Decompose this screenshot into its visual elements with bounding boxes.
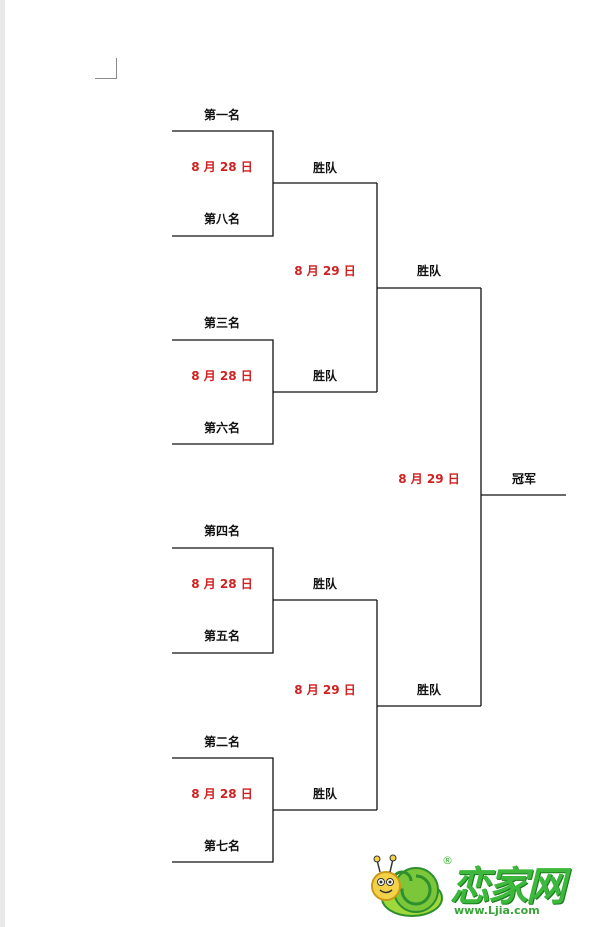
seed-4-label: 第四名	[203, 524, 241, 538]
match2-winner: 胜队	[312, 369, 338, 383]
page-left-edge	[0, 0, 5, 927]
match4-winner: 胜队	[312, 787, 338, 801]
champion-label: 冠军	[512, 472, 537, 486]
logo-url: www.Ljia.com	[454, 904, 540, 917]
match3-date: 8 月 28 日	[191, 577, 253, 591]
match3-winner: 胜队	[312, 577, 338, 591]
registered-mark: ®	[442, 854, 453, 867]
match1-date: 8 月 28 日	[191, 160, 253, 174]
snail-mascot-icon	[371, 854, 443, 917]
seed-7-label: 第七名	[203, 839, 241, 853]
seed-1-label: 第一名	[203, 108, 241, 122]
seed-2-label: 第二名	[203, 735, 241, 749]
semi2-winner: 胜队	[416, 683, 442, 697]
margin-corner-mark	[95, 78, 117, 79]
logo-wordmark: 恋家网	[450, 864, 566, 910]
match2-date: 8 月 28 日	[191, 369, 253, 383]
seed-5-label: 第五名	[203, 629, 241, 643]
margin-corner-mark	[116, 58, 117, 79]
site-logo: ® 恋家网 www.Ljia.com	[368, 850, 588, 922]
seed-8-label: 第八名	[203, 212, 241, 226]
final-date: 8 月 29 日	[398, 472, 460, 486]
seed-6-label: 第六名	[203, 421, 241, 435]
match1-winner: 胜队	[312, 161, 338, 175]
semi1-date: 8 月 29 日	[294, 264, 356, 278]
semi1-winner: 胜队	[416, 264, 442, 278]
seed-3-label: 第三名	[203, 316, 241, 330]
semi2-date: 8 月 29 日	[294, 683, 356, 697]
match4-date: 8 月 28 日	[191, 787, 253, 801]
